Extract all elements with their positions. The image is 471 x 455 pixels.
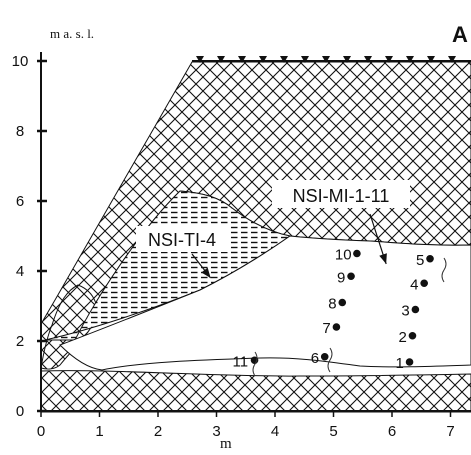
y-tick-label: 0: [16, 403, 24, 420]
sample-dot: [426, 254, 434, 263]
x-tick-label: 4: [271, 423, 279, 440]
ground-surface-markers: [192, 56, 471, 63]
wavy-marks: [252, 257, 447, 377]
surface-marker: [427, 56, 435, 63]
sample-dot: [320, 352, 329, 361]
surface-marker: [217, 56, 225, 63]
sample-dot: [408, 331, 417, 340]
sample-label: 2: [398, 329, 406, 346]
bottom-hatched-layer: [41, 370, 471, 413]
surface-marker: [406, 56, 414, 63]
sample-label: 5: [416, 252, 424, 269]
sample-label: 10: [335, 247, 352, 264]
svg-text:NSI-TI-4: NSI-TI-4: [148, 230, 216, 250]
sample-dot: [420, 279, 428, 288]
sample-label: 7: [322, 320, 330, 337]
surface-marker: [196, 56, 204, 63]
y-tick-label: 4: [16, 263, 24, 280]
sample-dot: [347, 272, 355, 281]
x-tick-label: 6: [388, 423, 396, 440]
white-sampled-unit: [59, 235, 471, 371]
sample-label: 1: [396, 355, 404, 372]
sample-label: 8: [328, 296, 336, 313]
sample-label: 6: [311, 350, 319, 367]
callout-nsi-mi-1-11: NSI-MI-1-11: [272, 180, 410, 265]
geological-units: [41, 61, 471, 413]
sample-points: 1 2 34 5 67 89 10 11: [233, 247, 434, 372]
x-tick-label: 7: [446, 423, 454, 440]
panel-letter: A: [452, 22, 468, 47]
surface-marker: [448, 56, 456, 63]
y-tick-label: 10: [12, 53, 29, 70]
surface-marker: [343, 56, 351, 63]
sample-label: 4: [410, 276, 418, 293]
surface-marker: [322, 56, 330, 63]
callout-nsi-ti-4: NSI-TI-4: [136, 226, 228, 279]
sample-dot: [338, 298, 347, 307]
y-tick-label: 8: [16, 123, 24, 140]
y-tick-label: 6: [16, 193, 24, 210]
x-tick-label: 5: [329, 423, 337, 440]
sample-dot: [411, 305, 420, 314]
svg-text:NSI-MI-1-11: NSI-MI-1-11: [293, 186, 390, 206]
x-tick-label: 2: [154, 423, 162, 440]
surface-marker: [364, 56, 372, 63]
x-tick-label: 0: [37, 423, 45, 440]
surface-marker: [238, 56, 246, 63]
sample-dot: [353, 249, 361, 258]
lens-hatched-unit: [41, 284, 98, 370]
surface-marker: [259, 56, 267, 63]
surface-marker: [385, 56, 393, 63]
sample-label: 11: [233, 353, 249, 370]
x-tick-label: 3: [212, 423, 220, 440]
sample-dot: [332, 323, 341, 331]
sample-label: 9: [337, 269, 345, 286]
x-axis-title: m: [220, 436, 232, 452]
sample-label: 3: [401, 303, 409, 320]
surface-marker: [280, 56, 288, 63]
y-tick-label: 2: [16, 333, 24, 350]
callouts: NSI-TI-4 NSI-MI-1-11: [136, 180, 410, 279]
y-axis-title: m a. s. l.: [50, 26, 94, 41]
surface-marker: [301, 56, 309, 63]
sample-dot: [405, 358, 414, 366]
x-tick-label: 1: [95, 423, 103, 440]
